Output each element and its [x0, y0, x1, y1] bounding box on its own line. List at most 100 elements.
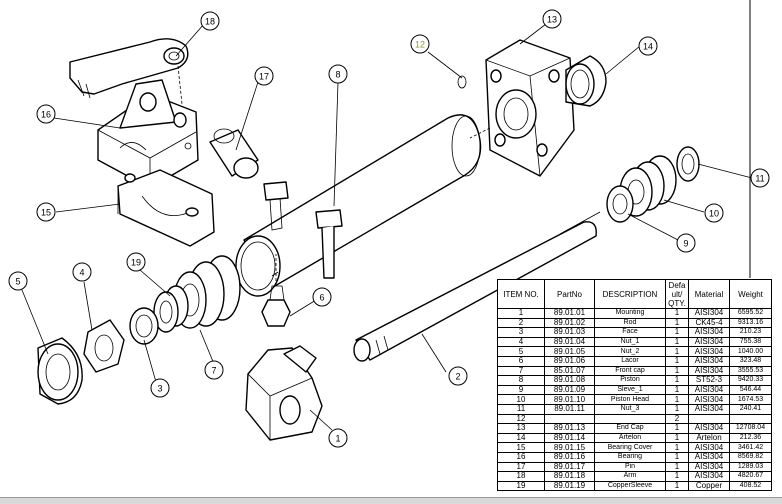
part-bolt-lower [315, 209, 343, 279]
bom-cell-weight: 408.52 [729, 480, 772, 492]
balloon-13: 13 [542, 9, 562, 29]
bom-cell-description: Bearing [594, 451, 666, 463]
bill-of-materials-table: ITEM NO. PartNo DESCRIPTION Defa ult/ QT… [497, 279, 772, 492]
part-nut-3 [676, 146, 700, 182]
balloon-label: 8 [335, 70, 340, 80]
bom-cell-partno: 89.01.04 [544, 336, 595, 348]
bom-cell-material: AISI304 [688, 461, 730, 473]
bom-cell-partno: 89.01.14 [544, 432, 595, 444]
balloon-6: 6 [312, 287, 332, 307]
bom-cell-partno: 89.01.09 [544, 384, 595, 396]
bom-cell-description: Front cap [594, 365, 666, 377]
bom-cell-description: Mounting [594, 308, 666, 319]
bom-cell-qty: 1 [665, 346, 689, 357]
bom-cell-material: Copper [688, 480, 730, 492]
bom-cell-material: AISI304 [688, 471, 730, 482]
balloon-circle [676, 233, 696, 253]
bom-cell-qty: 1 [665, 394, 689, 405]
bom-cell-material [688, 413, 730, 425]
bom-cell-qty: 2 [665, 413, 689, 425]
balloon-circle [410, 34, 430, 54]
bom-cell-item-no: 3 [497, 327, 545, 338]
balloon-circle [542, 9, 562, 29]
bom-cell-description: Nut_1 [594, 336, 666, 348]
bom-cell-qty: 1 [665, 451, 689, 463]
bom-header-row: ITEM NO. PartNo DESCRIPTION Defa ult/ QT… [497, 279, 772, 309]
bom-cell-item-no: 4 [497, 336, 545, 348]
part-nut-1 [83, 319, 125, 373]
bom-cell-material: CK45-4 [688, 317, 730, 329]
balloon-17: 17 [254, 66, 274, 86]
balloon-label: 2 [455, 372, 460, 382]
bom-cell-material: AISI304 [688, 308, 730, 319]
balloon-label: 6 [319, 293, 324, 303]
bom-header-weight: Weight [729, 279, 772, 309]
balloon-circle [328, 428, 348, 448]
bom-cell-qty: 1 [665, 384, 689, 396]
part-end-cap [469, 39, 575, 177]
balloon-label: 4 [79, 268, 84, 278]
bom-cell-weight: 212.36 [729, 432, 772, 444]
bom-cell-material: ST52-3 [688, 375, 730, 386]
bom-cell-description: Nut_3 [594, 403, 666, 415]
bom-cell-partno: 89.01.03 [544, 327, 595, 338]
bom-cell-weight: 755.38 [729, 336, 772, 348]
balloon-label: 19 [131, 258, 141, 268]
bom-cell-weight [729, 413, 772, 425]
bom-cell-qty: 1 [665, 327, 689, 338]
bom-cell-weight: 240.41 [729, 403, 772, 415]
bom-cell-partno: 89.01.11 [544, 403, 595, 415]
bom-cell-partno: 89.01.02 [544, 317, 595, 329]
balloon-1: 1 [328, 428, 348, 448]
bom-cell-item-no: 15 [497, 442, 545, 453]
balloon-label: 5 [15, 277, 20, 287]
bom-cell-qty: 1 [665, 365, 689, 377]
balloon-label: 16 [41, 110, 51, 120]
balloon-circle [704, 203, 724, 223]
balloon-circle [448, 366, 468, 386]
balloon-label: 10 [709, 209, 719, 219]
bom-cell-weight: 210.23 [729, 327, 772, 338]
balloon-circle [126, 252, 146, 272]
balloon-18: 18 [200, 11, 220, 31]
bom-cell-description: End Cap [594, 423, 666, 434]
bom-cell-material: AISI304 [688, 394, 730, 405]
bom-cell-material: AISI304 [688, 403, 730, 415]
balloon-9: 9 [676, 233, 696, 253]
balloon-circle [750, 168, 770, 188]
bom-cell-material: Artelon [688, 432, 730, 444]
part-rod [353, 211, 601, 362]
bom-cell-material: AISI304 [688, 365, 730, 377]
bom-cell-qty: 1 [665, 308, 689, 319]
part-screw-12 [457, 75, 467, 89]
balloon-circle [200, 11, 220, 31]
bom-cell-partno: 89.01.13 [544, 423, 595, 434]
bom-cell-description: Piston Head [594, 394, 666, 405]
balloon-label: 9 [683, 239, 688, 249]
bom-cell-qty: 1 [665, 461, 689, 473]
balloon-14: 14 [638, 36, 658, 56]
bom-cell-material: AISI304 [688, 355, 730, 367]
bom-cell-qty: 1 [665, 423, 689, 434]
balloon-label: 3 [157, 384, 162, 394]
bom-cell-partno: 89.01.01 [544, 308, 595, 319]
bom-cell-weight: 12708.04 [729, 423, 772, 434]
balloon-circle [254, 66, 274, 86]
bom-cell-weight: 3461.42 [729, 442, 772, 453]
bom-cell-description: CopperSleeve [594, 480, 666, 492]
part-piston [235, 114, 482, 297]
balloon-circle [328, 64, 348, 84]
part-arm [69, 38, 189, 105]
bom-cell-partno: 89.01.16 [544, 451, 595, 463]
balloon-label: 12 [415, 40, 425, 50]
